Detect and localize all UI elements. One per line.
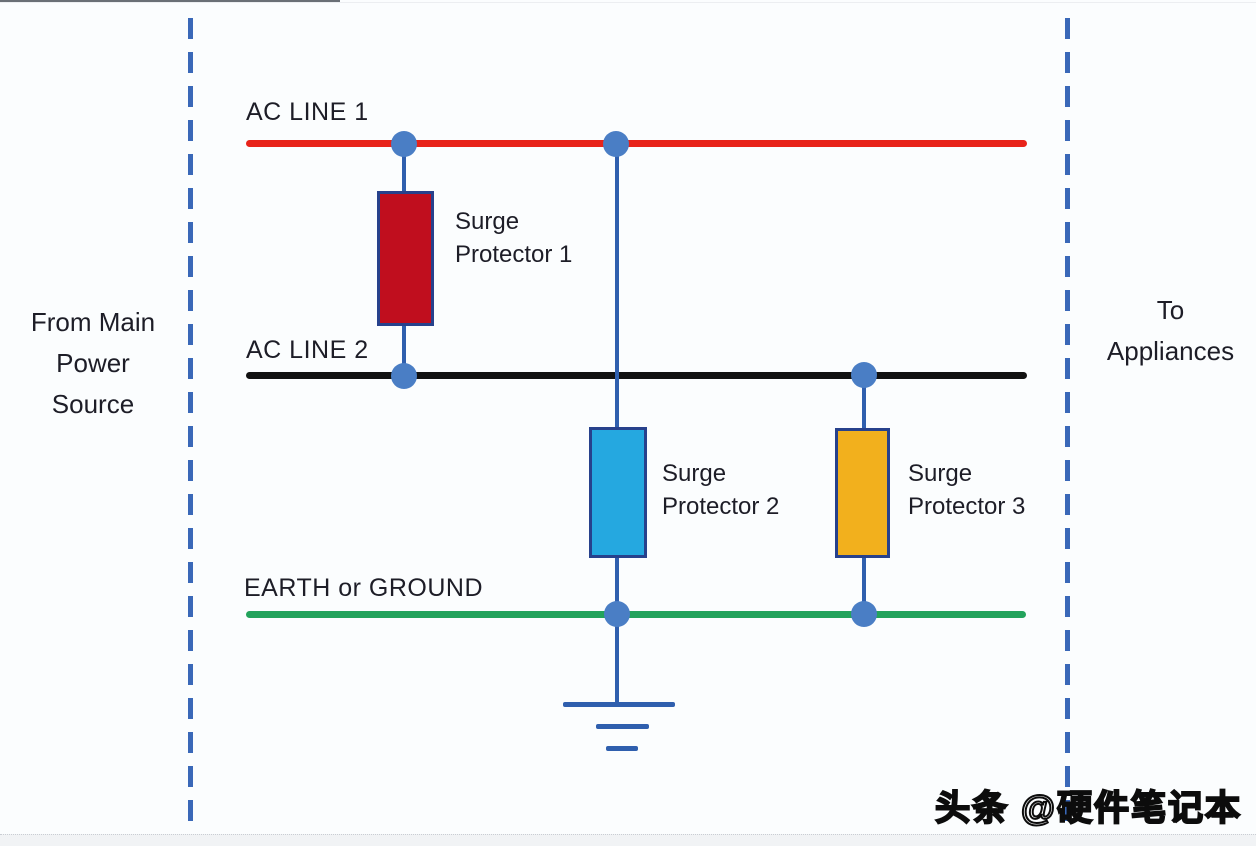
destination-label-line1: To (1156, 295, 1185, 325)
surge-protector-1-label-line2: Protector 1 (455, 241, 573, 268)
ground-bar-3 (606, 746, 638, 751)
ground-bar-1 (563, 702, 675, 707)
boundary-dashed-line-left (188, 18, 193, 830)
destination-label-line2: Appliances (1106, 336, 1235, 366)
surge-protector-2-label-line2: Protector 2 (662, 493, 780, 520)
ac-line-1-wire (246, 140, 1027, 147)
surge-protector-1-box (377, 191, 434, 326)
source-label: From Main Power Source (0, 302, 186, 425)
destination-label: To Appliances (1085, 290, 1256, 372)
sp1-bottom-connector (402, 324, 406, 377)
earth-line-label: EARTH or GROUND (244, 574, 484, 602)
source-label-line3: Source (51, 389, 135, 419)
surge-protector-3-label-line2: Protector 3 (908, 493, 1026, 520)
surge-protector-3-box (835, 428, 890, 558)
sp2-bottom-connector (615, 556, 619, 706)
bottom-strip (0, 834, 1256, 846)
surge-protector-2-label: Surge Protector 2 (662, 457, 779, 523)
ac-line-2-label: AC LINE 2 (246, 336, 369, 364)
top-border-segment (0, 0, 340, 2)
surge-protector-1-label-line1: Surge (455, 208, 520, 235)
surge-protector-2-label-line1: Surge (662, 460, 727, 487)
junction-dot-ac1-sp2 (603, 131, 629, 157)
junction-dot-ac1-sp1 (391, 131, 417, 157)
ac-line-1-label: AC LINE 1 (246, 98, 369, 126)
ground-bar-2 (596, 724, 649, 729)
surge-protector-3-label-line1: Surge (908, 460, 973, 487)
sp1-top-connector (402, 143, 406, 193)
sp3-bottom-connector (862, 556, 866, 616)
junction-dot-ac2-sp1 (391, 363, 417, 389)
sp2-top-connector (615, 143, 619, 429)
ac-line-2-wire (246, 372, 1027, 379)
junction-dot-earth-sp3 (851, 601, 877, 627)
sp3-top-connector (862, 374, 866, 430)
boundary-dashed-line-right (1065, 18, 1070, 830)
earth-wire (246, 611, 1026, 618)
source-label-line2: Power (56, 348, 130, 378)
surge-protector-3-label: Surge Protector 3 (908, 457, 1025, 523)
junction-dot-earth-sp2 (604, 601, 630, 627)
surge-protector-1-label: Surge Protector 1 (455, 205, 572, 271)
surge-protector-2-box (589, 427, 647, 558)
top-hairline (0, 2, 1256, 3)
source-label-line1: From Main (30, 307, 156, 337)
junction-dot-ac2-sp3 (851, 362, 877, 388)
watermark-text: 头条 @硬件笔记本 (934, 788, 1242, 829)
